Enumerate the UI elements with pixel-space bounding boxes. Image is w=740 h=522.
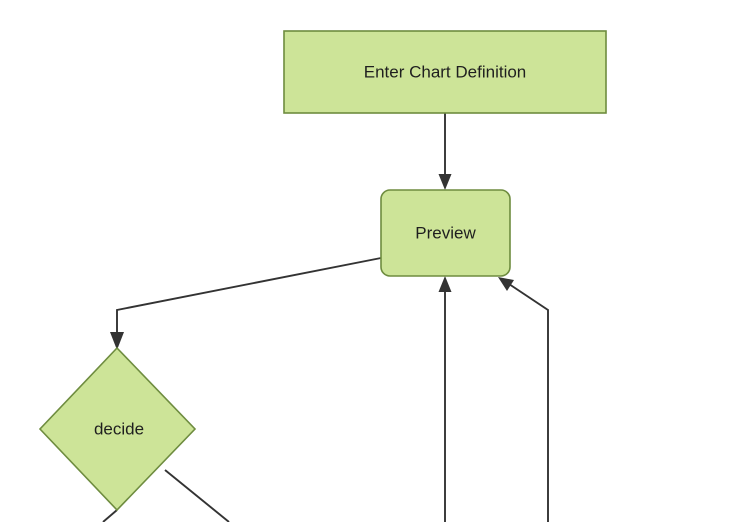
arrowhead-down-icon — [438, 174, 452, 190]
edge-layer — [102, 113, 549, 522]
edge-bottom-center-to-preview — [438, 276, 452, 522]
edge-line — [116, 257, 382, 336]
edge-line — [164, 469, 230, 522]
arrowhead-down-icon — [110, 332, 124, 350]
node-rounded-rectangle[interactable] — [380, 189, 511, 277]
node-diamond[interactable] — [38, 346, 197, 512]
arrowhead-up-left-icon — [498, 277, 514, 291]
node-label-enter-chart-definition: Enter Chart Definition — [364, 62, 527, 81]
edge-line — [508, 283, 549, 522]
edge-decide-to-offscreen-left — [102, 509, 118, 522]
node-preview[interactable]: Preview — [380, 189, 511, 277]
node-enter-chart-definition[interactable]: Enter Chart Definition — [283, 30, 607, 114]
node-label-preview: Preview — [415, 223, 476, 242]
node-label-decide: decide — [94, 419, 144, 438]
edge-line — [102, 509, 118, 522]
arrowhead-up-icon — [438, 276, 452, 292]
node-layer: Enter Chart Definition Preview decide — [38, 30, 607, 512]
node-decide[interactable]: decide — [38, 346, 197, 512]
edge-enter-to-preview — [438, 113, 452, 190]
node-rectangle[interactable] — [283, 30, 607, 114]
edge-decide-to-offscreen-right — [164, 469, 230, 522]
edge-preview-to-decide — [110, 257, 382, 350]
edge-bottom-right-to-preview — [498, 277, 549, 522]
